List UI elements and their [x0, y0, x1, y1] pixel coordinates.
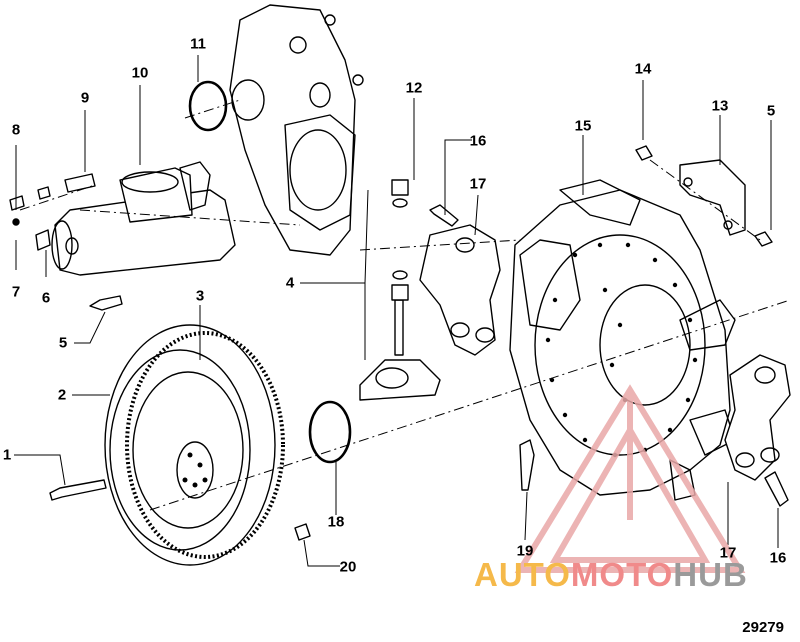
callout-9: 9 [80, 89, 90, 107]
watermark-logo [514, 384, 746, 573]
callout-11: 11 [190, 35, 206, 53]
callout-17-upper: 17 [469, 175, 487, 193]
flywheel-housing [509, 179, 736, 501]
watermark-text: AUTOMOTOHUB [474, 558, 748, 591]
callout-1: 1 [2, 446, 12, 464]
callout-8: 8 [11, 121, 21, 139]
callout-16-upper: 16 [469, 132, 487, 150]
watermark-part-2: MOTO [570, 556, 674, 593]
callout-12: 12 [405, 79, 423, 97]
callout-14: 14 [634, 60, 652, 78]
callout-19: 19 [516, 542, 534, 560]
callout-20: 20 [339, 558, 357, 576]
callout-4: 4 [285, 274, 295, 292]
callout-15: 15 [574, 117, 592, 135]
callout-17-lower: 17 [719, 544, 737, 562]
callout-18: 18 [327, 513, 345, 531]
callout-2: 2 [57, 386, 67, 404]
callout-16-lower: 16 [769, 549, 787, 567]
callout-5-right: 5 [766, 102, 776, 120]
figure-number: 29279 [742, 619, 784, 636]
watermark-part-3: HUB [673, 556, 748, 593]
callout-10: 10 [131, 64, 149, 82]
callout-13: 13 [711, 97, 729, 115]
callout-7: 7 [11, 283, 21, 301]
watermark-part-1: AUTO [474, 556, 571, 593]
callout-6: 6 [41, 289, 51, 307]
callout-5-left: 5 [58, 334, 68, 352]
callout-3: 3 [195, 287, 205, 305]
